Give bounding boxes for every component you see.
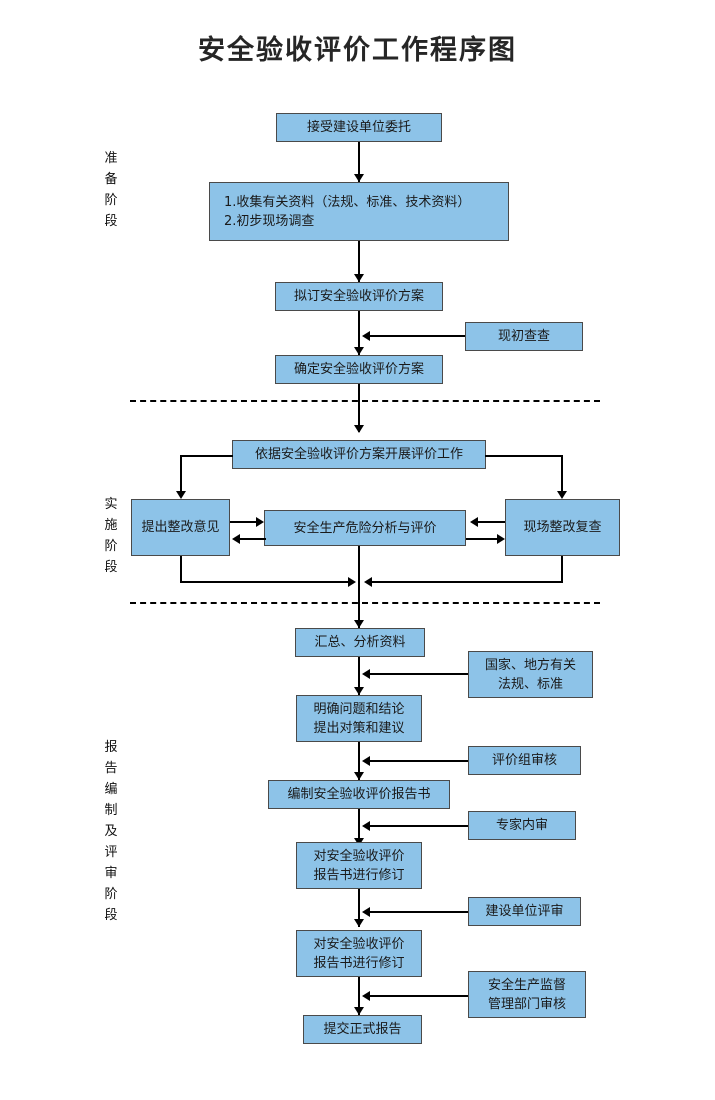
arrow-evaluation-to-recheck xyxy=(557,491,567,499)
node-expert-internal-review[interactable]: 专家内审 xyxy=(468,811,576,840)
connector-hazard-to-rectification xyxy=(238,538,266,540)
node-draft-plan[interactable]: 拟订安全验收评价方案 xyxy=(275,282,443,311)
phase-char: 备 xyxy=(104,172,118,187)
connector-evaluation-to-right xyxy=(485,455,563,457)
connector-summarize-to-clarify xyxy=(358,657,360,695)
arrow-evaluation-to-rectification xyxy=(176,491,186,499)
connector-supervision-to-submit xyxy=(370,995,468,997)
node-national-local-regs[interactable]: 国家、地方有关 法规、标准 xyxy=(468,651,593,698)
connector-preliminary-check-to-draft xyxy=(370,335,465,337)
arrow-hazard-to-recheck xyxy=(497,534,505,544)
connector-expert-to-revise1 xyxy=(370,825,468,827)
connector-hazard-down xyxy=(358,546,360,590)
arrow-construction-to-revise2 xyxy=(362,907,370,917)
node-construction-unit-review[interactable]: 建设单位评审 xyxy=(468,897,581,926)
connector-clarify-to-compile xyxy=(358,742,360,780)
phase-label-report-review: 报 告 编 制 及 评 审 阶 段 xyxy=(98,737,124,926)
phase-divider-2 xyxy=(130,602,600,604)
arrow-accept-to-collect xyxy=(354,174,364,182)
connector-team-review-to-compile xyxy=(370,760,468,762)
node-safety-supervision-review[interactable]: 安全生产监督 管理部门审核 xyxy=(468,971,586,1018)
arrow-rectification-merge xyxy=(348,577,356,587)
arrow-expert-to-revise1 xyxy=(362,821,370,831)
node-hazard-analysis[interactable]: 安全生产危险分析与评价 xyxy=(264,510,466,546)
node-summarize-data[interactable]: 汇总、分析资料 xyxy=(295,628,425,657)
phase-char: 告 xyxy=(104,761,118,776)
node-revise-report-1[interactable]: 对安全验收评价 报告书进行修订 xyxy=(296,842,422,889)
node-onsite-recheck[interactable]: 现场整改复查 xyxy=(505,499,620,556)
connector-hazard-to-recheck xyxy=(466,538,499,540)
connector-evaluation-right-down xyxy=(561,455,563,491)
arrow-preliminary-check-to-draft xyxy=(362,331,370,341)
phase-char: 阶 xyxy=(104,193,118,208)
connector-regs-to-clarify xyxy=(370,673,468,675)
connector-evaluation-to-left xyxy=(180,455,233,457)
connector-accept-to-collect xyxy=(358,142,360,182)
arrow-recheck-to-hazard xyxy=(470,517,478,527)
phase-char: 段 xyxy=(104,908,118,923)
node-revise-report-2[interactable]: 对安全验收评价 报告书进行修订 xyxy=(296,930,422,977)
node-clarify-problems[interactable]: 明确问题和结论 提出对策和建议 xyxy=(296,695,422,742)
connector-confirm-to-evaluation xyxy=(358,384,360,432)
phase-char: 评 xyxy=(104,845,118,860)
phase-char: 阶 xyxy=(104,887,118,902)
connector-revise1-to-revise2 xyxy=(358,889,360,927)
node-carry-out-evaluation[interactable]: 依据安全验收评价方案开展评价工作 xyxy=(232,440,486,469)
connector-construction-to-revise2 xyxy=(370,911,468,913)
connector-compile-to-revise1 xyxy=(358,809,360,844)
phase-char: 准 xyxy=(104,151,118,166)
arrow-regs-to-clarify xyxy=(362,669,370,679)
phase-char: 段 xyxy=(104,560,118,575)
node-team-review[interactable]: 评价组审核 xyxy=(468,746,581,775)
arrow-supervision-to-submit xyxy=(362,991,370,1001)
phase-char: 施 xyxy=(104,518,118,533)
arrow-draft-to-confirm xyxy=(354,347,364,355)
connector-revise2-to-submit xyxy=(358,977,360,1015)
connector-rectification-down xyxy=(180,556,182,583)
node-preliminary-check[interactable]: 现初查查 xyxy=(465,322,583,351)
node-confirm-plan[interactable]: 确定安全验收评价方案 xyxy=(275,355,443,384)
phase-char: 实 xyxy=(104,497,118,512)
connector-recheck-down xyxy=(561,556,563,583)
phase-char: 制 xyxy=(104,803,118,818)
connector-evaluation-left-down xyxy=(180,455,182,491)
phase-char: 段 xyxy=(104,214,118,229)
connector-recheck-to-hazard xyxy=(477,521,505,523)
phase-char: 审 xyxy=(104,866,118,881)
node-collect-materials[interactable]: 1.收集有关资料（法规、标准、技术资料） 2.初步现场调查 xyxy=(209,182,509,241)
arrow-hazard-to-rectification xyxy=(232,534,240,544)
phase-label-implementation: 实 施 阶 段 xyxy=(98,494,124,578)
connector-collect-to-draft xyxy=(358,241,360,282)
arrow-recheck-merge xyxy=(364,577,372,587)
arrow-revise2-to-submit xyxy=(354,1007,364,1015)
arrow-revise1-to-revise2 xyxy=(354,919,364,927)
arrow-rectification-to-hazard xyxy=(256,517,264,527)
arrow-collect-to-draft xyxy=(354,274,364,282)
node-rectification-opinion[interactable]: 提出整改意见 xyxy=(131,499,230,556)
phase-char: 报 xyxy=(104,740,118,755)
phase-char: 编 xyxy=(104,782,118,797)
phase-char: 阶 xyxy=(104,539,118,554)
arrow-clarify-to-compile xyxy=(354,772,364,780)
connector-implementation-to-report xyxy=(358,581,360,628)
node-submit-final-report[interactable]: 提交正式报告 xyxy=(303,1015,422,1044)
arrow-to-summarize xyxy=(354,620,364,628)
node-accept-commission[interactable]: 接受建设单位委托 xyxy=(276,113,442,142)
arrow-confirm-to-evaluation xyxy=(354,425,364,433)
arrow-team-review-to-compile xyxy=(362,756,370,766)
node-compile-report[interactable]: 编制安全验收评价报告书 xyxy=(268,780,450,809)
connector-rectification-across xyxy=(180,581,352,583)
phase-label-preparation: 准 备 阶 段 xyxy=(98,148,124,232)
connector-rectification-to-hazard xyxy=(230,521,258,523)
arrow-summarize-to-clarify xyxy=(354,687,364,695)
page-title: 安全验收评价工作程序图 xyxy=(198,35,517,66)
connector-recheck-across xyxy=(370,581,563,583)
connector-draft-to-confirm xyxy=(358,311,360,355)
phase-divider-1 xyxy=(130,400,600,402)
phase-char: 及 xyxy=(104,824,118,839)
